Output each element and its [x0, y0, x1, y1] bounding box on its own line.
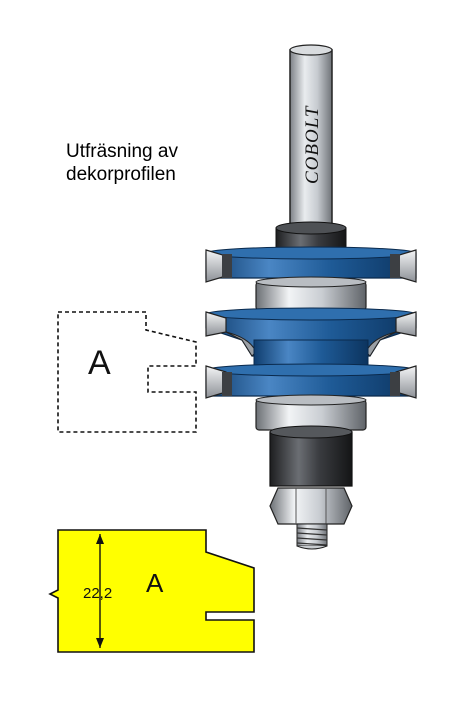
- threaded-bolt: [296, 523, 328, 550]
- caption-text: Utfräsning av dekorprofilen: [66, 140, 178, 186]
- brand-text: COBOLT: [302, 105, 323, 184]
- upper-profile-label: A: [88, 344, 111, 382]
- caption-line-2: dekorprofilen: [66, 164, 176, 185]
- shank: COBOLT: [289, 44, 333, 229]
- upper-bearing: [255, 276, 367, 311]
- bottom-hub: [269, 425, 353, 487]
- dimension-label: 22,2: [83, 585, 112, 602]
- lower-profile-label: A: [146, 568, 164, 598]
- yellow-profile: 22,2 A: [48, 529, 255, 653]
- caption-line-1: Utfräsning av: [66, 141, 178, 162]
- lower-bearing: [255, 394, 367, 431]
- dashed-profile: A: [57, 311, 197, 433]
- middle-cutter: [205, 307, 417, 371]
- upper-cutter: [205, 246, 417, 283]
- nut: [269, 487, 353, 525]
- lower-cutter: [205, 363, 417, 399]
- shank-neck: [275, 221, 347, 253]
